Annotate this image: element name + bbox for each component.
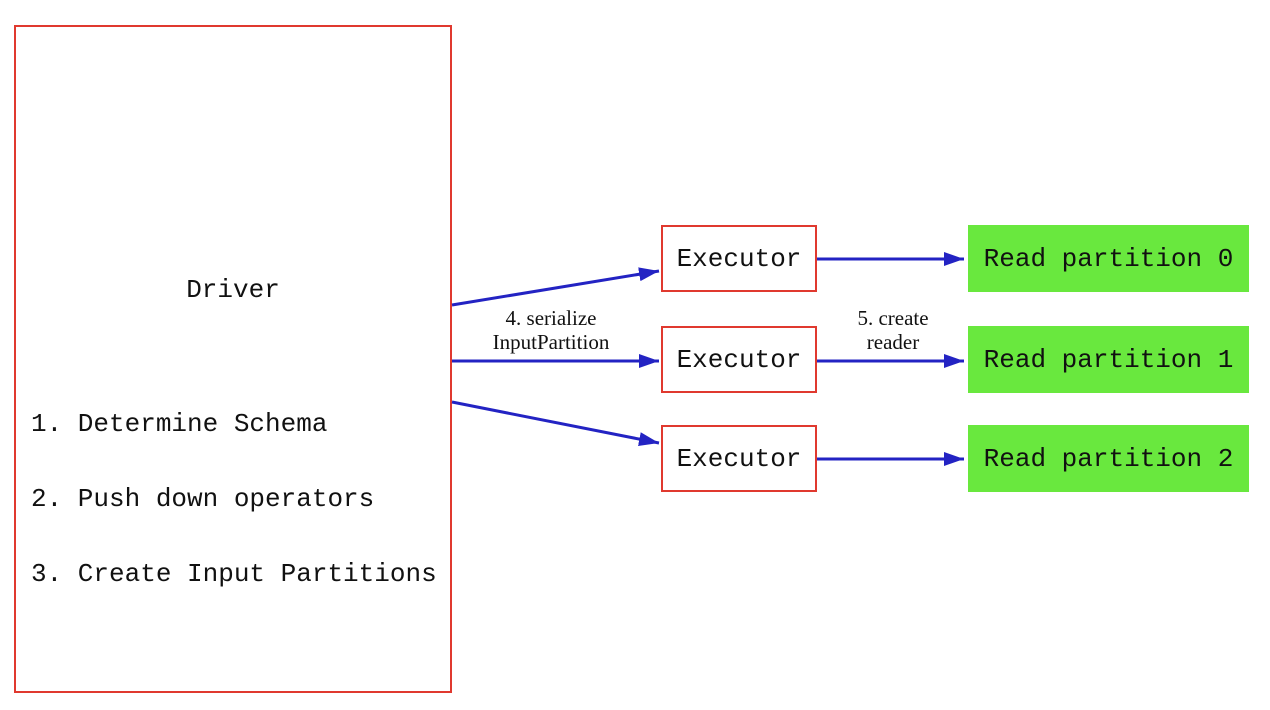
arrow-driver-to-executor-0 xyxy=(451,267,660,307)
read-partition-box-2: Read partition 2 xyxy=(968,425,1249,492)
arrow-driver-to-executor-2 xyxy=(451,400,660,446)
executor-label-0: Executor xyxy=(676,243,802,274)
executor-box-1: Executor xyxy=(661,326,817,393)
driver-step-3: 3. Create Input Partitions xyxy=(31,559,437,589)
edge-label-create-reader-line2: reader xyxy=(866,330,920,354)
executor-label-2: Executor xyxy=(676,443,802,474)
edge-label-create-reader: 5. create reader xyxy=(818,306,968,354)
read-partition-box-1: Read partition 1 xyxy=(968,326,1249,393)
driver-step-2: 2. Push down operators xyxy=(31,484,375,514)
driver-steps-list: 1. Determine Schema 2. Push down operato… xyxy=(31,362,437,637)
read-partition-label-0: Read partition 0 xyxy=(983,243,1234,274)
edge-label-serialize-line2: InputPartition xyxy=(492,330,610,354)
executor-label-1: Executor xyxy=(676,344,802,375)
read-partition-label-2: Read partition 2 xyxy=(983,443,1234,474)
executor-box-0: Executor xyxy=(661,225,817,292)
executor-box-2: Executor xyxy=(661,425,817,492)
read-partition-label-1: Read partition 1 xyxy=(983,344,1234,375)
driver-box: Driver 1. Determine Schema 2. Push down … xyxy=(14,25,452,693)
driver-title: Driver xyxy=(186,275,280,305)
edge-label-create-reader-line1: 5. create xyxy=(857,306,929,330)
read-partition-box-0: Read partition 0 xyxy=(968,225,1249,292)
edge-label-serialize-line1: 4. serialize xyxy=(505,306,597,330)
edge-label-serialize: 4. serialize InputPartition xyxy=(451,306,651,354)
driver-step-1: 1. Determine Schema xyxy=(31,409,328,439)
